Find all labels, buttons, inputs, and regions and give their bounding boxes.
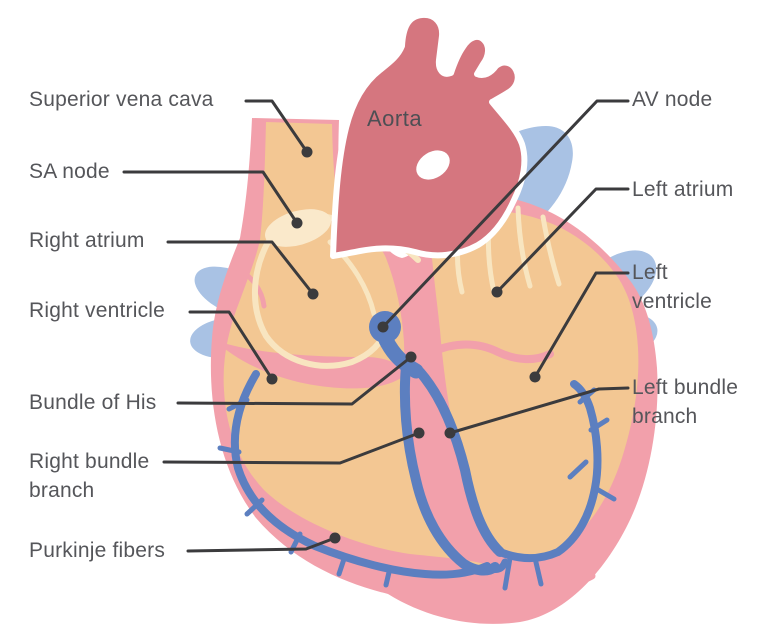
- leader-left-ventricle: [533, 271, 630, 379]
- left-atrium-streak-4: [540, 214, 562, 287]
- label-bundle-of-his: Bundle of His: [29, 391, 157, 414]
- label-right-ventricle: Right ventricle: [29, 299, 166, 322]
- purkinje-twig-l3: [592, 485, 617, 502]
- label-left-bundle-branch: Left bundle branch: [632, 376, 739, 428]
- purkinje-twig-l5: [567, 459, 589, 480]
- leader-superior-vena-cava: [244, 99, 309, 154]
- label-aorta: Aorta: [367, 106, 423, 131]
- dot-purkinje-fibers: [329, 532, 341, 544]
- label-superior-vena-cava: Superior vena cava: [29, 88, 214, 111]
- leader-right-ventricle: [188, 310, 274, 381]
- purkinje-twig-r3: [244, 497, 265, 517]
- purkinje-twig-l1: [502, 555, 513, 591]
- aorta-shape: [330, 11, 528, 259]
- conduction-system: [217, 332, 617, 591]
- dot-left-bundle-branch: [444, 427, 456, 439]
- dot-sa-node: [291, 217, 303, 229]
- leader-bundle-of-his: [176, 355, 413, 406]
- mitral-valve-wave: [428, 340, 554, 363]
- dot-right-atrium: [307, 288, 319, 300]
- dot-right-ventricle: [266, 373, 278, 385]
- leader-sa-node: [122, 170, 299, 225]
- label-sa-node: SA node: [29, 160, 110, 183]
- purkinje-sweep-right: [230, 370, 491, 579]
- left-wall-vein-sliver: [233, 373, 257, 423]
- label-av-node: AV node: [632, 88, 713, 111]
- leader-right-bundle-branch: [162, 431, 421, 465]
- aortic-arch-notch: [416, 150, 450, 180]
- left-bundle-branch-shape: [415, 367, 505, 557]
- leader-dots: [266, 146, 541, 544]
- leader-left-bundle-branch: [448, 386, 630, 435]
- dot-left-ventricle: [529, 371, 541, 383]
- apex-merge: [483, 558, 509, 573]
- tract-ring: [251, 239, 387, 369]
- purkinje-twig-l4: [588, 417, 610, 433]
- left-atrium-streak-3: [515, 205, 533, 289]
- label-left-ventricle: Left ventricle: [632, 261, 712, 313]
- leader-left-atrium: [495, 187, 630, 294]
- label-purkinje-fibers: Purkinje fibers: [29, 539, 166, 562]
- dot-superior-vena-cava: [301, 146, 313, 158]
- leader-av-node: [381, 99, 630, 329]
- dot-right-bundle-branch: [413, 427, 425, 439]
- leader-right-atrium: [166, 240, 315, 296]
- label-right-bundle-branch: Right bundle branch: [29, 450, 150, 502]
- purkinje-twig-r6: [383, 565, 393, 588]
- left-chamber-interior: [431, 210, 639, 557]
- label-left-atrium: Left atrium: [632, 178, 734, 201]
- label-right-atrium: Right atrium: [29, 229, 145, 252]
- purkinje-twig-r5: [336, 553, 348, 577]
- dot-left-atrium: [491, 286, 503, 298]
- bundle-of-his-shape: [378, 332, 424, 379]
- leader-lines: [122, 99, 630, 553]
- purkinje-twig-r2: [217, 445, 242, 455]
- dot-av-node: [377, 321, 389, 333]
- purkinje-twig-l2: [532, 555, 544, 587]
- dot-bundle-of-his: [405, 351, 417, 363]
- leader-purkinje-fibers: [186, 536, 337, 553]
